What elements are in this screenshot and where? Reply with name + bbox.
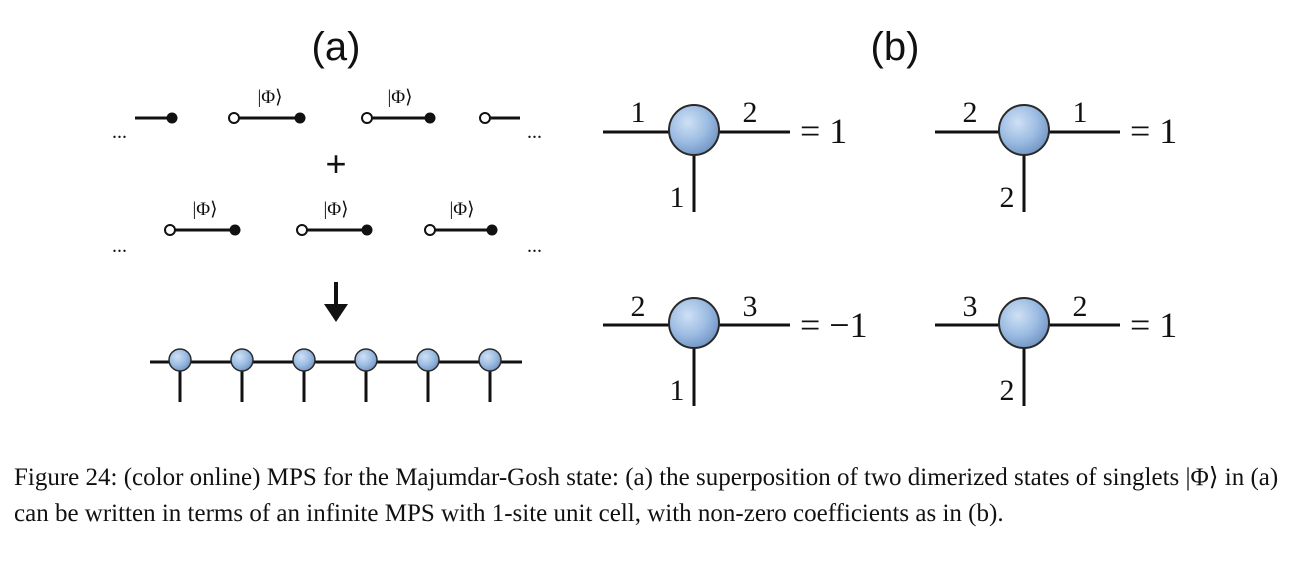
singlet-label: |Φ⟩	[323, 199, 348, 220]
right-index: 2	[1073, 290, 1088, 323]
right-index: 3	[743, 290, 758, 323]
site-open	[424, 224, 436, 236]
coefficient-value: = −1	[800, 305, 868, 345]
ellipsis-right: ...	[527, 121, 542, 143]
site-filled	[166, 112, 178, 124]
site-filled	[294, 112, 306, 124]
singlet-label: |Φ⟩	[387, 87, 412, 108]
mps-tensor	[230, 348, 254, 402]
panel-b-label: (b)	[871, 25, 920, 69]
coefficient-tensor-1: 1 2 1 = 1	[603, 96, 847, 214]
panel-a-label: (a)	[312, 25, 361, 69]
ellipsis-right: ...	[527, 235, 542, 257]
site-filled	[486, 224, 498, 236]
site-open	[296, 224, 308, 236]
coefficient-value: = 1	[1130, 111, 1177, 151]
left-index: 1	[631, 96, 646, 129]
right-index: 1	[1073, 96, 1088, 129]
mps-tensor	[168, 348, 192, 402]
singlet-label: |Φ⟩	[257, 87, 282, 108]
mps-chain	[150, 348, 522, 402]
site-filled	[361, 224, 373, 236]
left-index: 3	[963, 290, 978, 323]
left-index: 2	[963, 96, 978, 129]
right-index: 2	[743, 96, 758, 129]
singlet-label: |Φ⟩	[192, 199, 217, 220]
bottom-index: 1	[670, 181, 685, 214]
coefficient-tensor-3: 2 3 1 = −1	[603, 290, 868, 407]
singlet-label: |Φ⟩	[449, 199, 474, 220]
site-filled	[424, 112, 436, 124]
down-arrow-icon	[324, 282, 348, 322]
mps-tensor	[354, 348, 378, 402]
bottom-index: 1	[670, 374, 685, 407]
ellipsis-left: ...	[112, 235, 127, 257]
site-open	[164, 224, 176, 236]
site-open	[479, 112, 491, 124]
coefficient-tensor-4: 3 2 2 = 1	[935, 290, 1177, 407]
bottom-index: 2	[1000, 374, 1015, 407]
coefficient-value: = 1	[1130, 305, 1177, 345]
mps-tensor	[292, 348, 316, 402]
coefficient-tensor-2: 2 1 2 = 1	[935, 96, 1177, 214]
dimer-row-2: ... |Φ⟩ |Φ⟩ |Φ⟩ ...	[112, 199, 542, 257]
dimer-row-1: ... |Φ⟩ |Φ⟩ ...	[112, 87, 542, 143]
plus-sign: +	[325, 143, 346, 184]
coefficient-value: = 1	[800, 111, 847, 151]
figure-caption: Figure 24: (color online) MPS for the Ma…	[14, 464, 1279, 527]
site-open	[361, 112, 373, 124]
ellipsis-left: ...	[112, 121, 127, 143]
bottom-index: 2	[1000, 181, 1015, 214]
site-filled	[229, 224, 241, 236]
left-index: 2	[631, 290, 646, 323]
site-open	[228, 112, 240, 124]
mps-tensor	[416, 348, 440, 402]
mps-diagram: (a) (b) ... |Φ⟩ |Φ⟩ ... + ... |Φ⟩ |Φ⟩ |Φ…	[112, 25, 1177, 407]
mps-tensor	[478, 348, 502, 402]
